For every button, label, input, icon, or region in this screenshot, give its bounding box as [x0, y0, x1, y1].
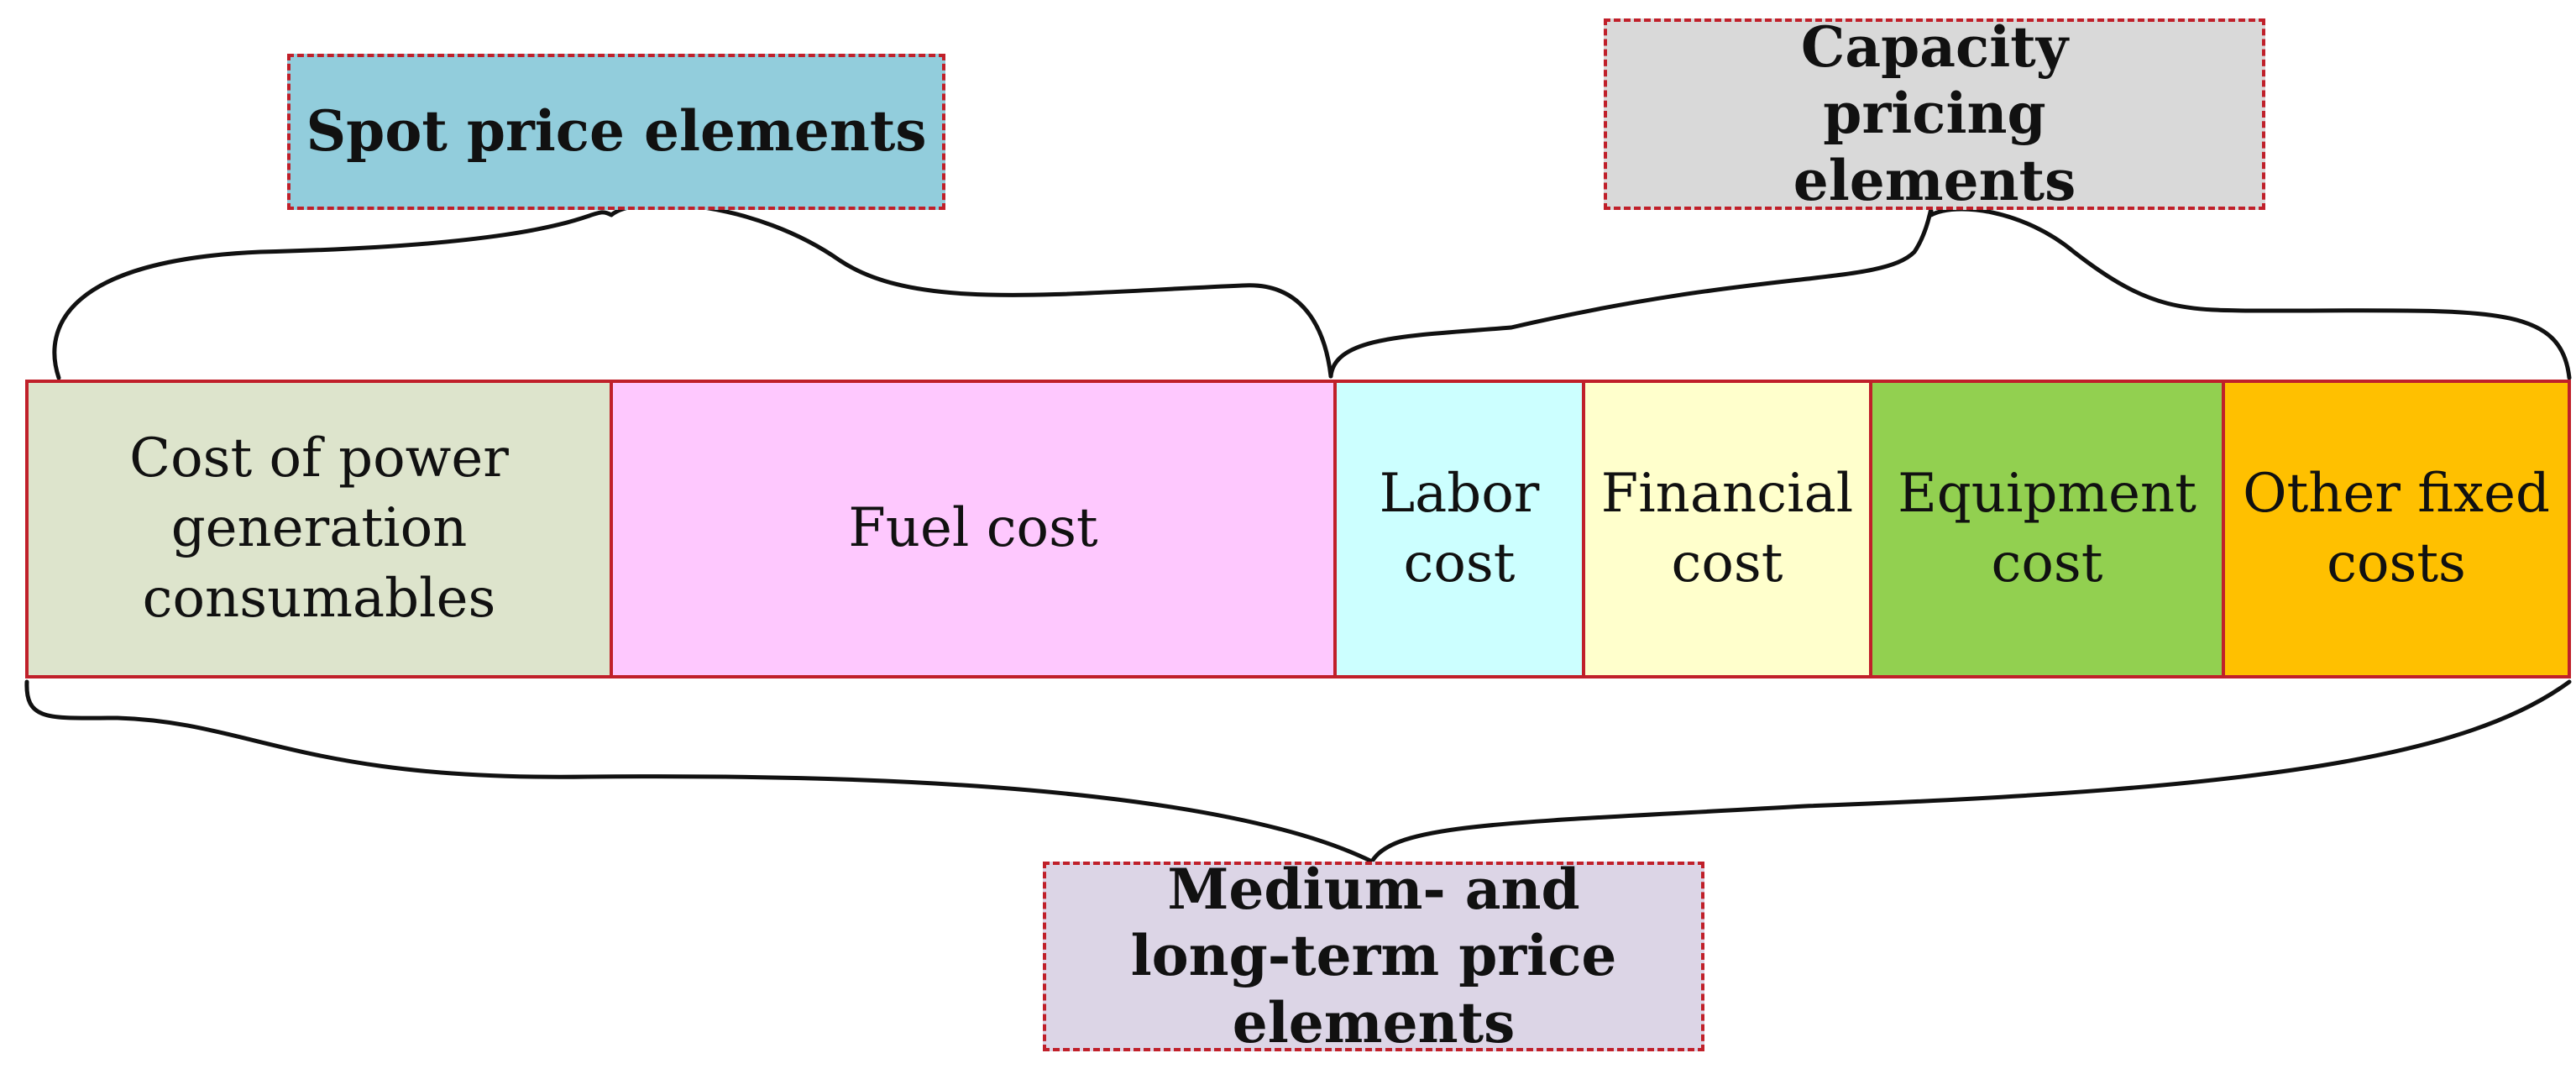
spot-brace	[52, 202, 1333, 380]
medium-brace	[24, 679, 2572, 864]
segment-labor-label: Labor cost	[1379, 462, 1540, 595]
segment-other-label: Other fixed costs	[2243, 462, 2550, 595]
capacity-pricing-elements-box: Capacity pricing elements	[1604, 14, 2265, 213]
cost-bar: Cost of power generation consumables Fue…	[25, 380, 2571, 678]
capacity-pricing-elements-label: Capacity pricing elements	[1793, 14, 2076, 213]
segment-equipment: Equipment cost	[1872, 383, 2225, 675]
segment-fuel: Fuel cost	[613, 383, 1337, 675]
spot-price-elements-box: Spot price elements	[287, 54, 945, 210]
segment-financial-label: Financial cost	[1600, 462, 1854, 595]
segment-financial: Financial cost	[1585, 383, 1872, 675]
medium-long-term-price-elements-box: Medium- and long-term price elements	[1043, 857, 1704, 1056]
segment-labor: Labor cost	[1337, 383, 1585, 675]
segment-consumables: Cost of power generation consumables	[29, 383, 613, 675]
segment-equipment-label: Equipment cost	[1898, 462, 2196, 595]
segment-consumables-label: Cost of power generation consumables	[129, 427, 509, 630]
capacity-brace	[1328, 207, 2572, 380]
spot-price-elements-label: Spot price elements	[306, 98, 927, 165]
segment-fuel-label: Fuel cost	[848, 497, 1098, 560]
segment-other: Other fixed costs	[2225, 383, 2568, 675]
medium-long-term-price-elements-label: Medium- and long-term price elements	[1130, 857, 1617, 1056]
